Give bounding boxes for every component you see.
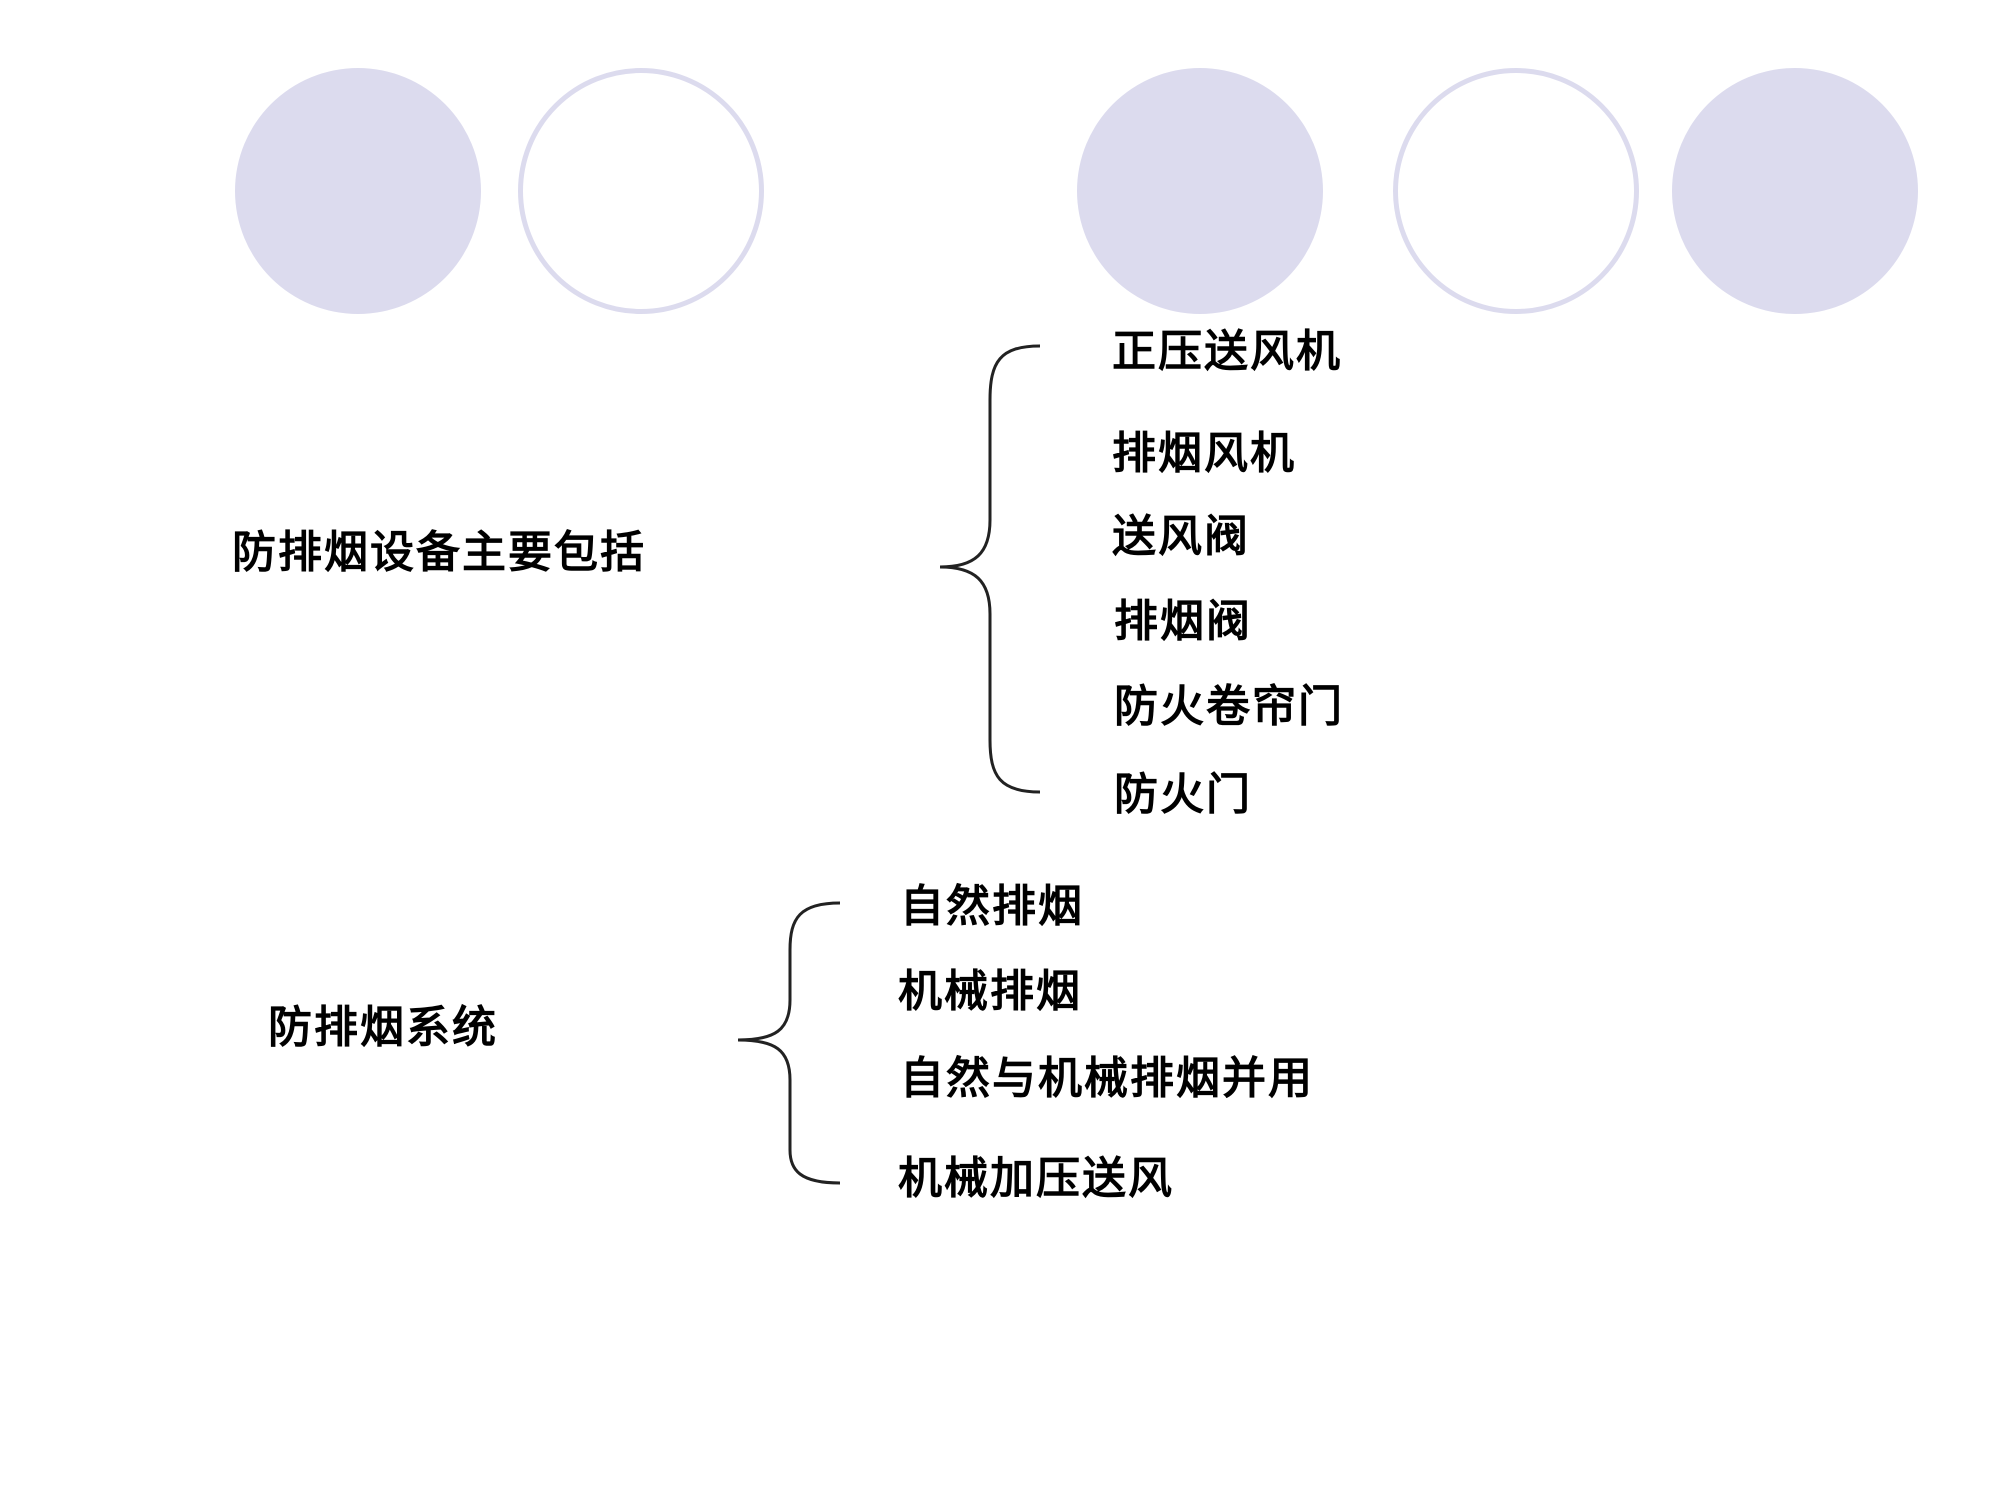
systems-item: 自然与机械排烟并用 [900, 1053, 1314, 1104]
decorative-circle-outline [518, 68, 764, 314]
equipment-item: 防火卷帘门 [1114, 681, 1344, 732]
systems-item: 机械排烟 [898, 966, 1082, 1017]
equipment-item: 排烟风机 [1112, 428, 1296, 479]
equipment-brace [939, 344, 1041, 794]
decorative-circle-filled [1077, 68, 1323, 314]
systems-heading: 防排烟系统 [268, 1002, 498, 1053]
equipment-item: 正压送风机 [1112, 326, 1342, 377]
decorative-circle-filled [1672, 68, 1918, 314]
equipment-item: 排烟阀 [1114, 596, 1252, 647]
equipment-heading: 防排烟设备主要包括 [232, 527, 646, 578]
systems-item: 自然排烟 [900, 881, 1084, 932]
decorative-circle-filled [235, 68, 481, 314]
systems-item: 机械加压送风 [898, 1153, 1174, 1204]
decorative-circle-outline [1393, 68, 1639, 314]
equipment-item: 防火门 [1114, 769, 1252, 820]
equipment-item: 送风阀 [1112, 511, 1250, 562]
systems-brace [737, 901, 841, 1185]
